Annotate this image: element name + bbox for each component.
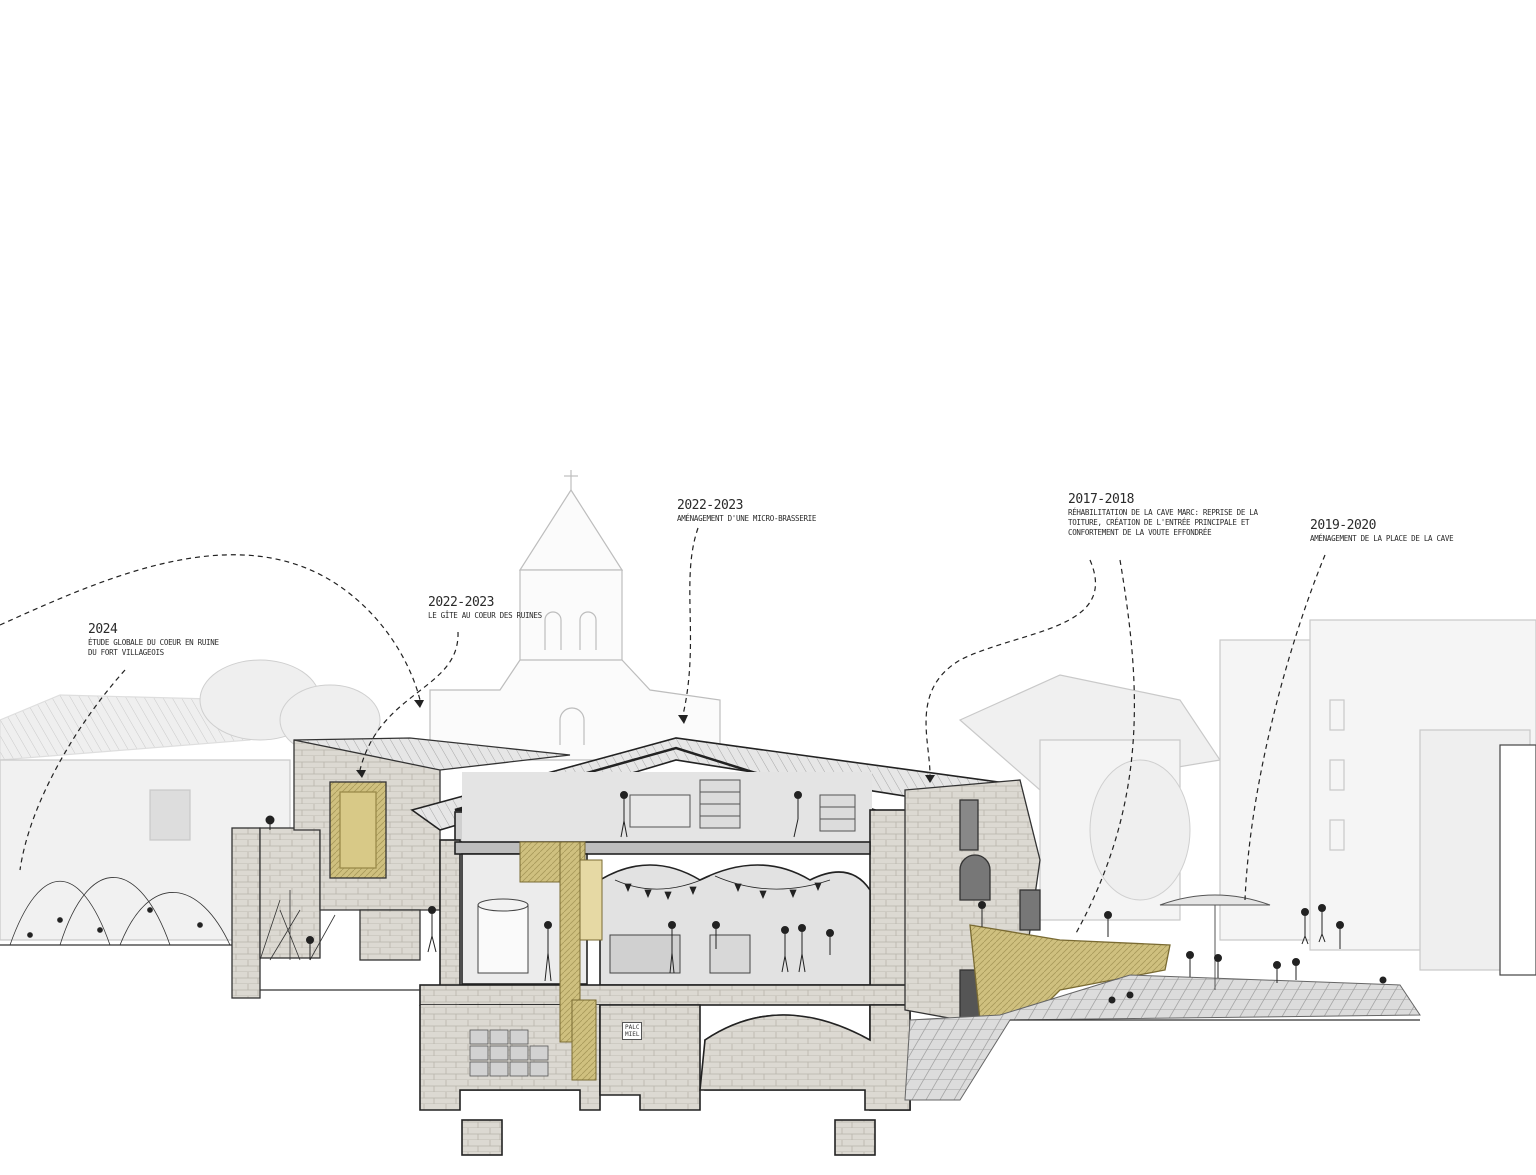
people-figures [265, 791, 1387, 1004]
annotation-text: Étude globale du coeur en ruine [88, 638, 219, 647]
bunting [614, 875, 831, 901]
annotation-year: 2022-2023 [677, 498, 743, 513]
brewery-equipment [477, 898, 751, 974]
church [429, 470, 721, 761]
annotation-year: 2019-2020 [1310, 518, 1376, 533]
annotation-text: toiture, création de l'entrée principale… [1068, 518, 1250, 527]
leader-gite [359, 631, 459, 771]
annotation-text: Aménagement d'une micro-brasserie [677, 514, 817, 523]
leader-2024-label [19, 669, 126, 871]
sign-line: PALC [625, 1024, 640, 1031]
leader-cave-voute [1074, 559, 1135, 936]
garden-vegetation [9, 877, 336, 961]
sign-line: MIEL [625, 1031, 640, 1038]
annotation-text: confortement de la voute effondrée [1068, 528, 1212, 537]
annotation-2024-study: 2024 Étude globale du coeur en ruine du … [88, 622, 288, 658]
annotation-year: 2017-2018 [1068, 492, 1134, 507]
annotation-text: Réhabilitation de La cave Marc: reprise … [1068, 508, 1258, 517]
annotation-year: 2022-2023 [428, 595, 494, 610]
leader-lines [0, 527, 1326, 936]
annotation-2022-brasserie: 2022-2023 Aménagement d'une micro-brasse… [677, 498, 877, 524]
annotation-text: Le gîte au coeur des ruines [428, 611, 542, 620]
annotation-text: du fort villageois [88, 648, 164, 657]
annotation-2019-place: 2019-2020 Aménagement de la place de la … [1310, 518, 1510, 544]
leader-cave-roof [925, 559, 1097, 776]
leader-2024 [0, 554, 421, 701]
background-trees [199, 659, 1191, 901]
cellar-barrels [469, 1029, 549, 1077]
gite-building [231, 737, 571, 999]
ground-lines [0, 944, 1420, 1021]
leader-place [1244, 554, 1326, 901]
cellar-sign: PALC MIEL [622, 1022, 643, 1040]
cafe-parasol [1159, 894, 1271, 990]
wooden-stair-core [519, 841, 603, 1081]
annotation-2017-cave: 2017-2018 Réhabilitation de La cave Marc… [1068, 492, 1288, 538]
annotation-text: Aménagement de la place de la Cave [1310, 534, 1454, 543]
leader-arrows [356, 700, 935, 783]
place-de-la-cave [904, 974, 1421, 1101]
annotation-year: 2024 [88, 622, 118, 637]
leader-brasserie [682, 527, 699, 716]
attic-crates [629, 779, 856, 832]
annotation-2022-gite: 2022-2023 Le gîte au coeur des ruines [428, 595, 588, 621]
